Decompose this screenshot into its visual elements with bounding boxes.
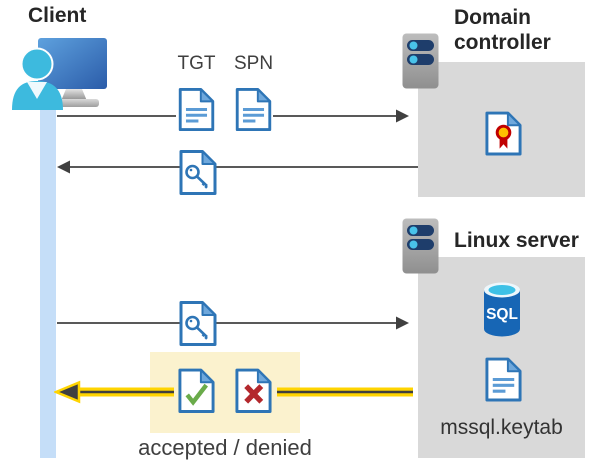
client-title: Client: [28, 4, 87, 27]
tgt-document-icon: [178, 87, 215, 132]
accepted-check-document-icon: [178, 368, 215, 413]
denied-x-document-icon: [235, 368, 272, 413]
arrow-dc-to-client: [57, 160, 418, 174]
linux-server-title: Linux server: [454, 229, 579, 252]
sql-database-icon: SQL: [484, 282, 520, 337]
client-computer-user-icon: [12, 38, 107, 110]
key-document-icon-linux: [179, 301, 217, 346]
accepted-denied-label: accepted / denied: [138, 435, 312, 460]
arrow-client-to-dc: [57, 109, 409, 123]
client-timeline-bar: [40, 94, 56, 458]
sql-badge-text: SQL: [486, 306, 518, 323]
domain-controller-title: Domain controller: [454, 6, 551, 54]
spn-document-icon: [235, 87, 272, 132]
linux-server-icon: [402, 218, 439, 274]
spn-label: SPN: [234, 53, 274, 74]
keytab-document-icon: [485, 357, 522, 402]
domain-controller-server-icon: [402, 33, 439, 89]
key-document-icon-dc: [179, 150, 217, 195]
keytab-filename-label: mssql.keytab: [440, 416, 563, 439]
arrow-result-to-client: [54, 380, 413, 404]
result-highlight-box: [150, 352, 300, 433]
tgt-label: TGT: [177, 53, 216, 74]
certificate-document-icon: [485, 111, 522, 156]
arrow-client-to-linux: [57, 316, 409, 330]
